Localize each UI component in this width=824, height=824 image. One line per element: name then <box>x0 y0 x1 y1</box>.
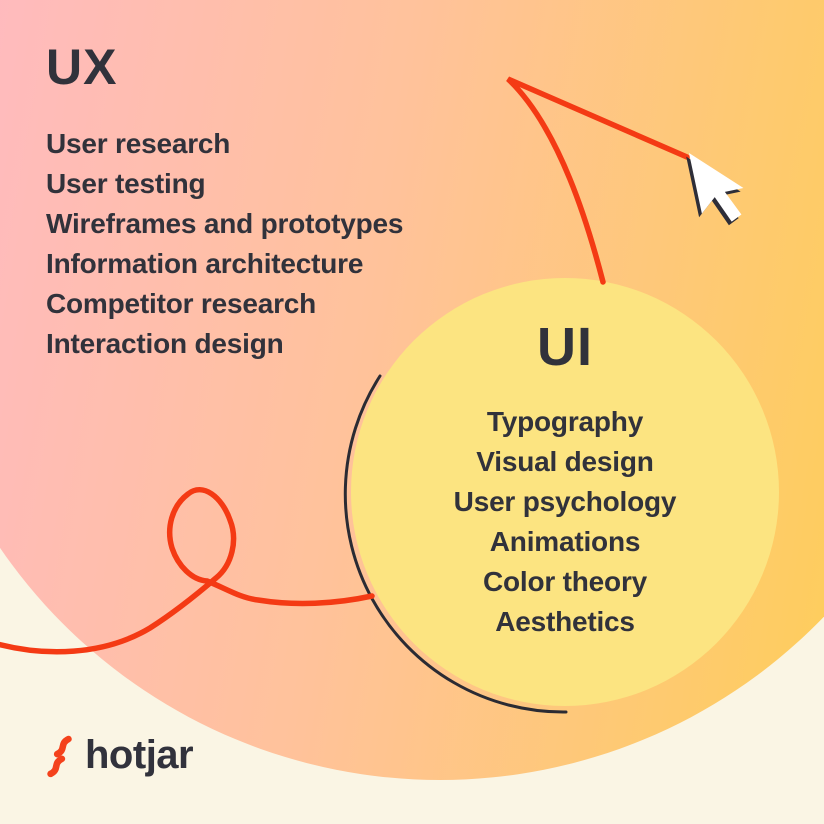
ux-list-item: User testing <box>46 168 206 199</box>
ui-list-item: User psychology <box>453 486 677 517</box>
ux-list-item: Interaction design <box>46 328 284 359</box>
ui-list-item: Visual design <box>476 446 654 477</box>
ux-list-item: Information architecture <box>46 248 364 279</box>
ui-list-item: Animations <box>489 526 641 557</box>
hotjar-flame-icon <box>47 735 72 777</box>
hotjar-wordmark: hotjar <box>85 733 194 777</box>
hotjar-logo: hotjar <box>44 733 194 778</box>
ux-list-item: Wireframes and prototypes <box>46 208 404 239</box>
ui-section-title: UI <box>537 317 593 377</box>
ux-list-item: Competitor research <box>46 288 317 319</box>
ux-item-list: User research User testing Wireframes an… <box>46 124 403 364</box>
ui-item-list: Typography Visual design User psychology… <box>365 402 765 642</box>
ux-list-item: User research <box>46 128 231 159</box>
ui-list-item: Color theory <box>482 566 648 597</box>
ui-list-item: Aesthetics <box>495 606 635 637</box>
ui-list-item: Typography <box>486 406 644 437</box>
ux-section-title: UX <box>46 39 118 95</box>
